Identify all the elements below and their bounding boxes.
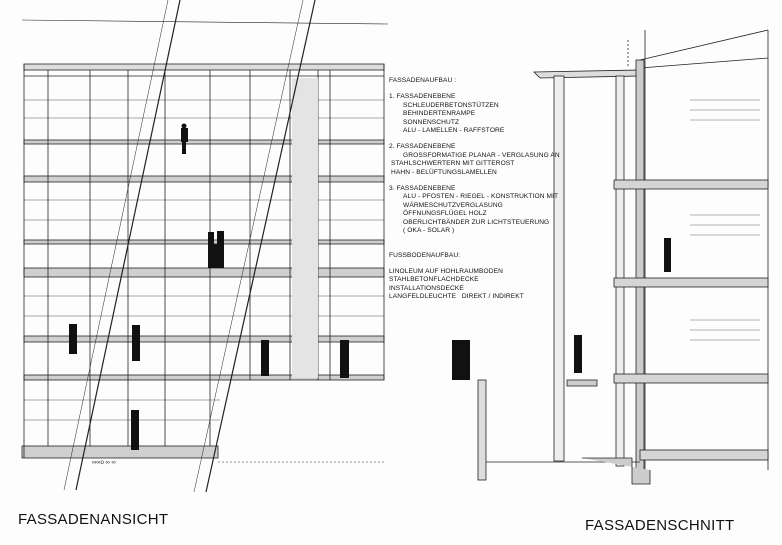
level2-item: HAHN - BELÜFTUNGSLAMELLEN [391, 168, 497, 176]
level1-item: SCHLEUDERBETONSTÜTZEN [403, 101, 499, 109]
level3-title: 3. FASSADENEBENE [389, 185, 456, 193]
level1-item: ALU - LAMELLEN - RAFFSTORE [403, 127, 505, 135]
elevation-title: FASSADENANSICHT [18, 511, 169, 528]
level3-item: ÖFFNUNGSFLÜGEL HOLZ [403, 210, 487, 218]
facade-notes: FASSADENAUFBAU : 1. FASSADENEBENE SCHLEU… [389, 77, 560, 302]
floor-item: STAHLBETONFLACHDECKE [389, 276, 479, 284]
level2-item: STAHLSCHWERTERN MIT GITTEROST [391, 160, 515, 168]
section-title: FASSADENSCHNITT [585, 517, 735, 534]
level1-item: BEHINDERTENRAMPE [403, 110, 476, 118]
svg-text:∞∞o ∞ ∞: ∞∞o ∞ ∞ [92, 460, 116, 466]
floor-item: INSTALLATIONSDECKE [389, 284, 464, 292]
facade-heading: FASSADENAUFBAU : [389, 77, 457, 84]
level2-item: GROSSFORMATIGE PLANAR - VERGLASUNG AN [403, 151, 560, 159]
level1-title: 1. FASSADENEBENE [389, 93, 456, 101]
level3-item: ( OKA - SOLAR ) [403, 227, 455, 235]
level1-item: SONNENSCHUTZ [403, 118, 460, 126]
facade-elevation: ∞∞o ∞ ∞ [21, 0, 389, 493]
floor-item: LINOLEUM AUF HOHLRAUMBODEN [389, 267, 503, 275]
level3-item: ALU - PFOSTEN - RIEGEL - KONSTRUKTION MI… [403, 193, 559, 201]
people-figures [69, 123, 349, 450]
floor-heading: FUSSBODENAUFBAU: [389, 251, 461, 259]
facade-section [477, 29, 769, 485]
level3-item: WÄRMESCHUTZVERGLASUNG [403, 201, 503, 209]
level3-item: OBERLICHTBÄNDER ZUR LICHTSTEUERUNG [403, 218, 550, 226]
level2-title: 2. FASSADENEBENE [389, 143, 456, 151]
floor-item: LANGFELDLEUCHTE DIREKT / INDIREKT [389, 293, 524, 301]
